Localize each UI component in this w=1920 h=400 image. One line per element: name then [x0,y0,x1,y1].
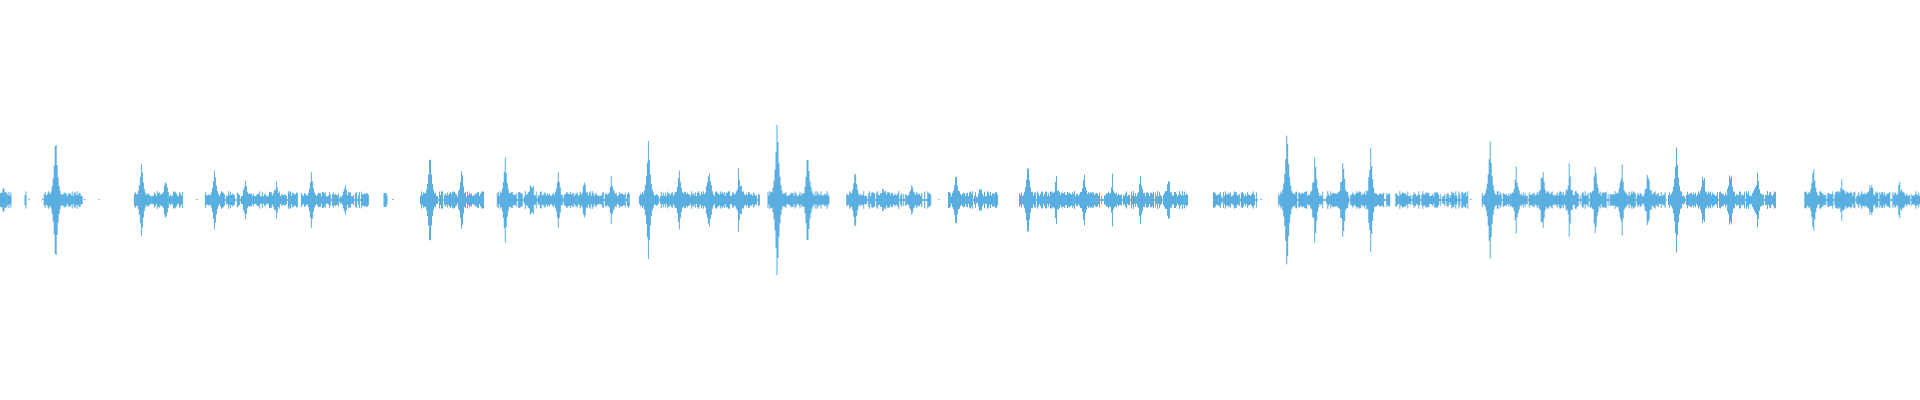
waveform-burst [767,124,830,276]
waveform-burst [1278,135,1391,265]
waveform-burst [43,145,83,255]
waveform-burst [300,172,369,228]
waveform-burst [846,173,932,227]
waveform-burst [948,176,998,224]
waveform-burst [133,163,183,237]
waveform-burst [383,192,388,208]
waveform-burst [24,191,27,209]
waveform-burst [496,157,630,243]
waveform-burst [204,170,298,230]
waveform-burst [1395,191,1469,209]
waveform-burst [1804,169,1920,231]
waveform-burst [0,188,12,212]
waveform-bursts [0,124,1920,276]
waveform-burst [420,159,484,241]
waveform-burst [1019,167,1188,233]
waveform-burst [638,140,760,260]
waveform-burst [1481,141,1667,259]
waveform-burst [1212,191,1258,209]
